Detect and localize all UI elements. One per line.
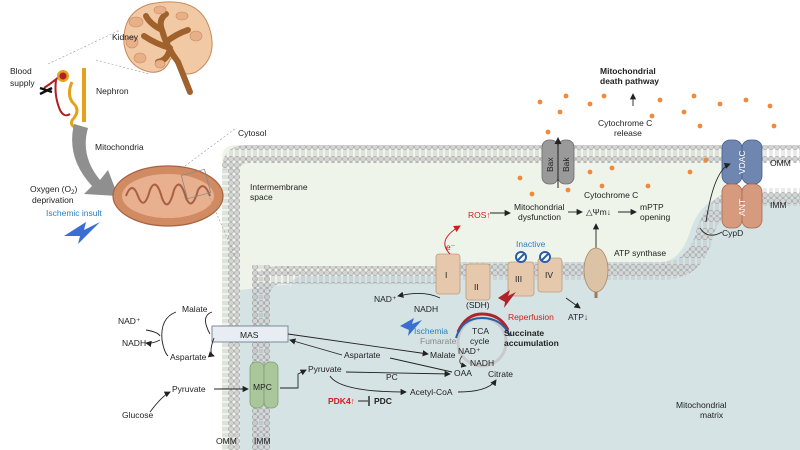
complex-i (435, 253, 461, 295)
reperfusion-label: Reperfusion (508, 312, 554, 322)
tca-label-1: TCA (472, 326, 489, 336)
blood-supply-label-1: Blood (10, 66, 32, 76)
pyruvate-out-label: Pyruvate (172, 384, 206, 394)
aspartate-left-label: Aspartate (170, 352, 207, 362)
cytochrome-c-dots (517, 93, 777, 197)
bax-bak-channel (541, 139, 575, 185)
oxygen-label: Oxygen (O2) (30, 184, 77, 196)
lightning-bolt-icon (64, 222, 100, 244)
atp-down-label: ATP↓ (568, 312, 588, 322)
complex-i-label: I (445, 270, 447, 280)
blood-supply-label-2: supply (10, 78, 35, 88)
nadh-label-1: NADH (414, 304, 438, 314)
imm-bottom-label: IMM (254, 436, 271, 446)
ischemia-bolt-icon (400, 318, 422, 336)
mitochondria-label: Mitochondria (95, 142, 144, 152)
kidney-illustration (123, 1, 213, 95)
ant-channel (721, 183, 763, 229)
aspartate-in-label: Aspartate (344, 350, 381, 360)
cytochrome-c-label: Cytochrome C (584, 190, 638, 200)
ros-label: ROS↑ (468, 210, 491, 220)
fumarate-label: Fumarate (420, 336, 457, 346)
succinate-label-1: Succinate (504, 328, 544, 338)
ischemia-label: Ischemia (414, 326, 448, 336)
complex-ii (465, 263, 491, 301)
acetyl-coa-label: Acetyl-CoA (410, 387, 453, 397)
cytc-release-label-2: release (614, 128, 642, 138)
mptp-label-1: mPTP (640, 202, 664, 212)
mpc-label: MPC (253, 382, 272, 392)
cytosol-label: Cytosol (238, 128, 266, 138)
imm-right-label: IMM (770, 200, 787, 210)
ant-label: ANT (737, 199, 747, 216)
deprivation-label: deprivation (32, 195, 74, 205)
mito-matrix-label-1: Mitochondrial (676, 400, 727, 410)
ischemic-insult-label: Ischemic insult (46, 208, 102, 218)
zoom-arrow (72, 124, 118, 196)
mito-matrix-label-2: matrix (700, 410, 724, 420)
tca-cycle (455, 312, 511, 368)
mas-label: MAS (240, 330, 259, 340)
mitochondrion-icon (112, 165, 224, 227)
pdc-label: PDC (374, 396, 392, 406)
cypd-label: CypD (722, 228, 743, 238)
mito-dysfunction-label-2: dysfunction (518, 212, 561, 222)
succinate-label-2: accumulation (504, 338, 559, 348)
nad-plus-label-1: NAD⁺ (374, 294, 397, 304)
atp-synthase (583, 247, 609, 298)
delta-psi-label: △Ψm↓ (586, 207, 611, 217)
mito-dysfunction-label-1: Mitochondrial (514, 202, 565, 212)
nephron-label: Nephron (96, 86, 129, 96)
inhibition-icon-iv (539, 251, 551, 263)
malate-in-label: Malate (430, 350, 456, 360)
oaa-label: OAA (454, 368, 472, 378)
complex-iv-label: IV (545, 270, 553, 280)
tca-label-2: cycle (470, 336, 490, 346)
nad-plus-label-2: NAD⁺ (458, 346, 481, 356)
death-pathway-label-2: death pathway (600, 76, 659, 86)
death-pathway-label-1: Mitochondrial (600, 66, 656, 76)
complex-ii-label: II (474, 282, 479, 292)
glucose-label: Glucose (122, 410, 153, 420)
complex-iii-label: III (515, 274, 522, 284)
intermembrane-label-1: Intermembrane (250, 182, 308, 192)
nephron-illustration (39, 29, 151, 130)
nadh-left-label: NADH (122, 338, 146, 348)
atp-synthase-label: ATP synthase (614, 248, 666, 258)
pyruvate-in-label: Pyruvate (308, 364, 342, 374)
pc-label: PC (386, 372, 398, 382)
bak-label: Bak (561, 157, 571, 172)
cytc-release-label-1: Cytochrome C (598, 118, 652, 128)
bax-label: Bax (545, 157, 555, 172)
malate-left-label: Malate (182, 304, 208, 314)
pdk4-label: PDK4↑ (328, 396, 355, 406)
nadh-label-2: NADH (470, 358, 494, 368)
inhibition-icon-iii (515, 251, 527, 263)
nad-plus-left-label: NAD⁺ (118, 316, 141, 326)
electron-label: e⁻ (446, 242, 456, 252)
outer-membrane (222, 145, 800, 450)
intermembrane-label-2: space (250, 192, 273, 202)
citrate-label: Citrate (488, 369, 513, 379)
mpc-transporter (249, 361, 279, 409)
omm-right-label: OMM (770, 158, 791, 168)
mptp-label-2: opening (640, 212, 671, 222)
vdac-label: VDAC (737, 150, 747, 174)
kidney-label: Kidney (112, 32, 139, 42)
mitochondrial-matrix-region (240, 196, 800, 450)
inactive-label: Inactive (516, 239, 546, 249)
vdac-channel (721, 139, 763, 185)
sdh-label: (SDH) (466, 300, 490, 310)
omm-bottom-label: OMM (216, 436, 237, 446)
reperfusion-bolt-icon (498, 290, 516, 308)
